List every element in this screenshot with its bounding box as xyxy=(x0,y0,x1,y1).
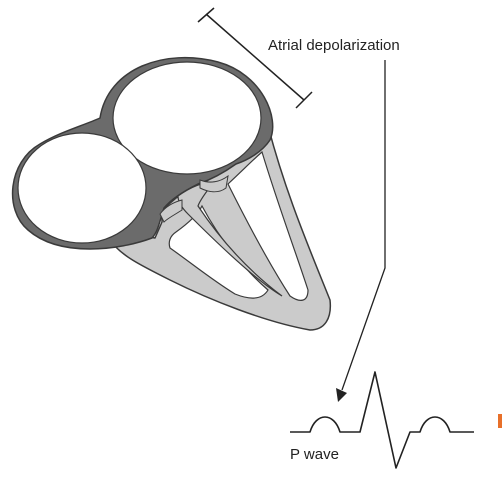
heart xyxy=(13,58,331,330)
p-wave-label: P wave xyxy=(290,446,339,463)
arrow-head xyxy=(336,388,347,402)
atrial-depolarization-label: Atrial depolarization xyxy=(268,37,400,54)
label-arrow xyxy=(336,60,385,402)
right-atrium-cavity xyxy=(18,133,146,243)
edge-mark xyxy=(498,414,502,428)
